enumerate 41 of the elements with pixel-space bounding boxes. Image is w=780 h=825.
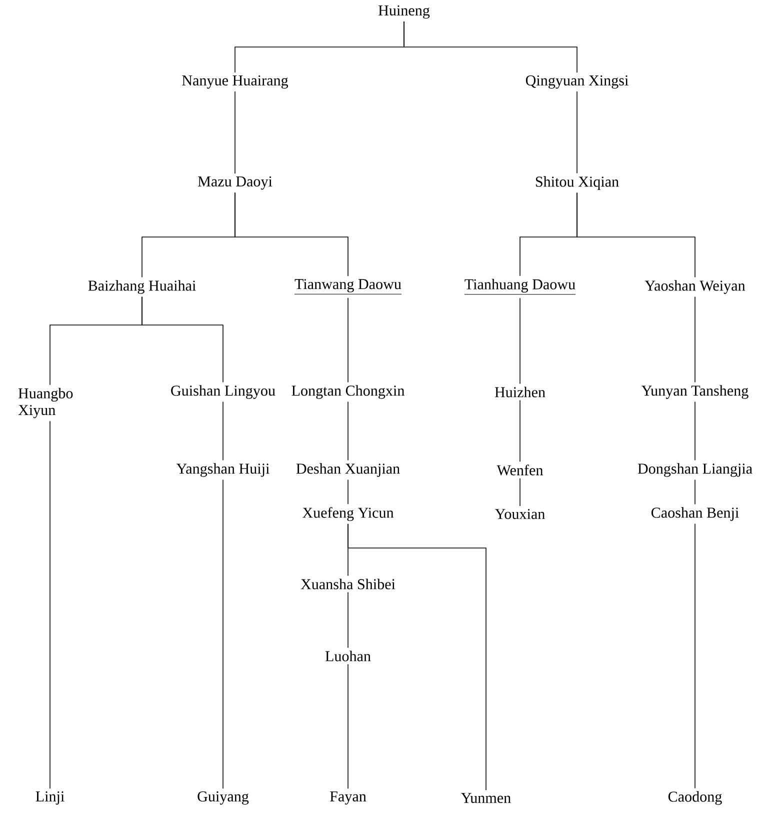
tree-line [694,296,696,383]
name-label: Shitou Xiqian [536,176,619,190]
name-label: Linji [36,791,64,805]
tree-line [576,91,578,174]
tree-line [142,296,224,383]
tree-line [404,21,578,73]
tree-line [234,91,236,174]
name-label: Huizhen [494,386,546,398]
name-label: Wenfen [496,464,543,476]
name-label: Huineng [378,5,430,19]
name-label: Nanyue Huairang [182,75,288,89]
name-label: Fayan [330,791,366,805]
name-label: Longtan Chongxin [292,385,404,399]
name-label: Yaoshan Weiyan [644,280,746,294]
name-label: Caoshan Benji [651,507,739,521]
name-label: Baizhang Huaihai [88,280,196,294]
name-label: Xuansha Shibei [300,578,396,590]
tree-line [694,523,696,789]
name-label: Guishan Lingyou [171,385,276,399]
tree-line [222,401,224,461]
name-label: Qingyuan Xingsi [526,75,628,89]
name-label: Youxian [494,508,545,520]
tree-line [576,192,696,278]
name-label: Dongshan Liangjia [638,463,752,477]
name-label: Yunyan Tansheng [642,385,748,399]
tree-line [234,192,348,277]
name-label: Huangbo Xiyun [18,388,73,418]
tree-line [348,523,486,790]
name-label: Xuefeng Yicun [302,507,394,521]
name-label: Deshan Xuanjian [296,463,400,477]
name-label: Caodong [668,791,722,805]
name-label: Guiyang [198,791,249,805]
name-label: Yangshan Huiji [176,463,270,477]
tree-line [222,479,224,789]
tree-line [694,401,696,461]
tree-line [694,479,696,505]
name-label: Luohan [325,650,371,662]
name-label: Mazu Daoyi [198,176,272,190]
name-label: Tianhuang Daowu [464,278,576,295]
name-label: Tianwang Daowu [294,279,402,294]
name-label: Yunmen [461,793,511,804]
